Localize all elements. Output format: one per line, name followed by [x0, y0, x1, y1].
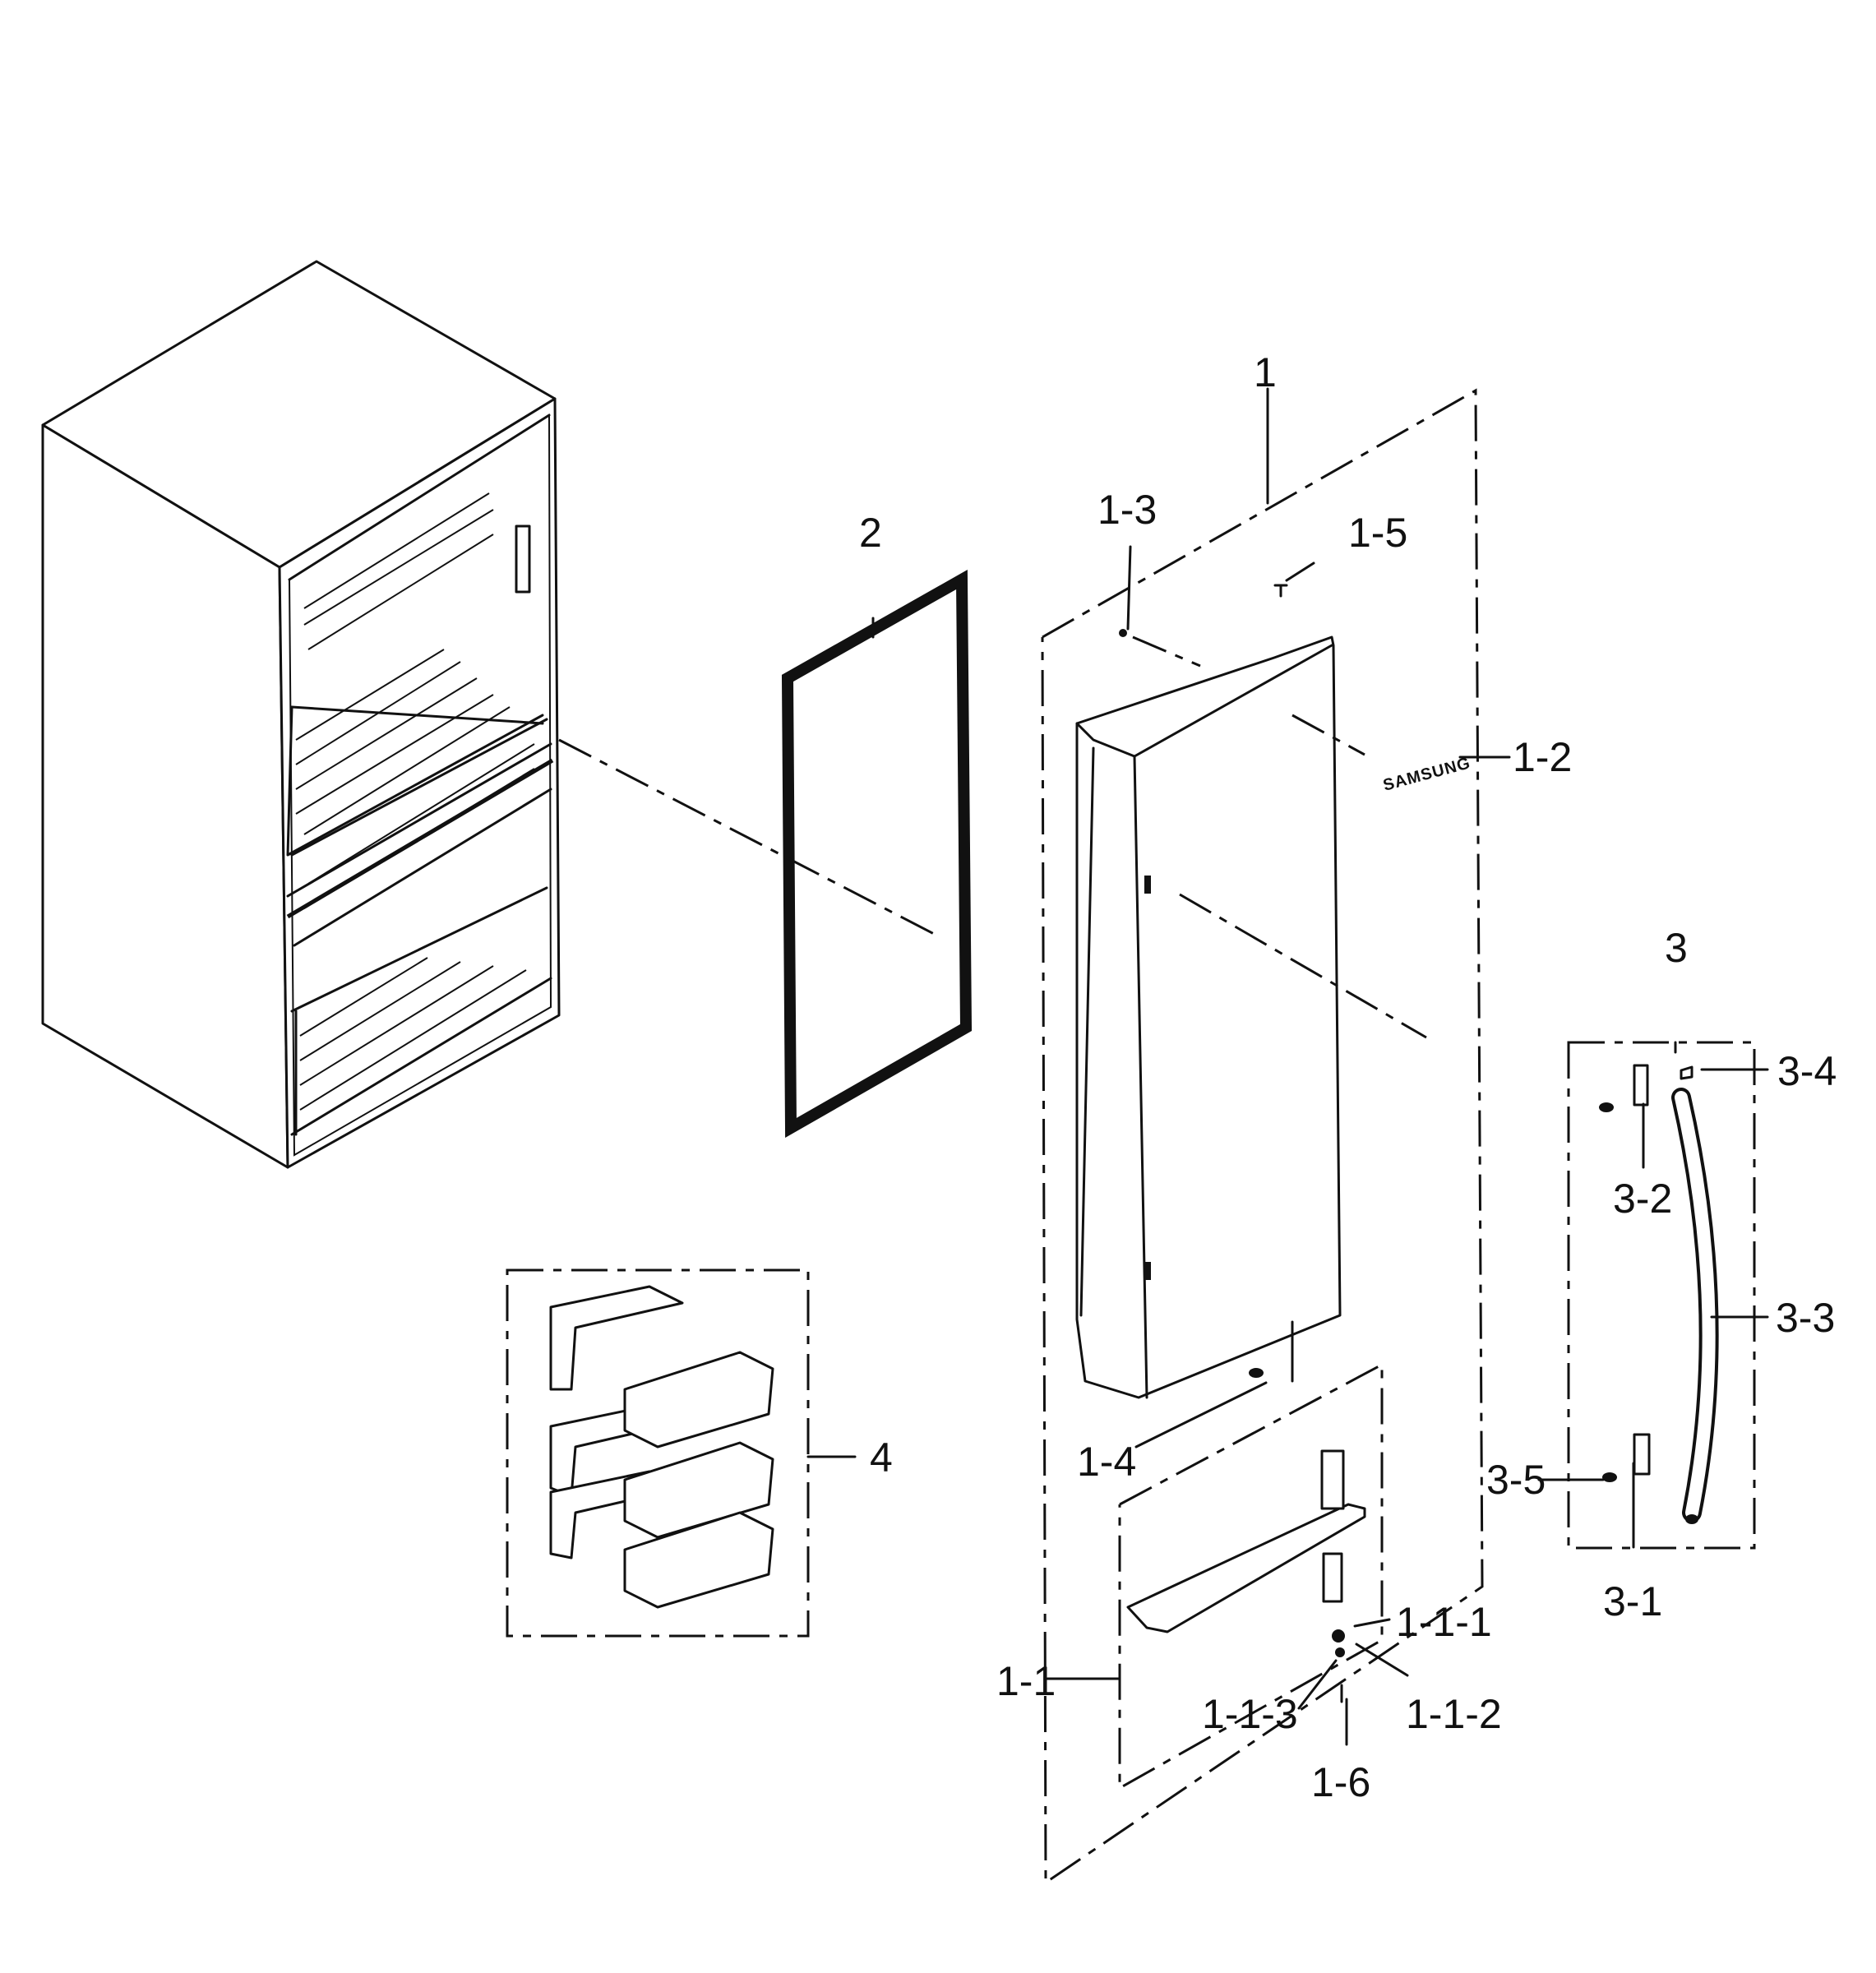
callout-1-1-1: 1-1-1 [1396, 1599, 1492, 1645]
callout-3-3: 3-3 [1776, 1295, 1835, 1341]
callout-3-5: 3-5 [1486, 1457, 1546, 1503]
callout-3: 3 [1665, 925, 1688, 971]
callout-1-5: 1-5 [1348, 510, 1407, 556]
door-bins-box [506, 1268, 810, 1638]
cap-1-3 [1119, 629, 1127, 637]
lower-hinge-bracket [1126, 1449, 1366, 1703]
hinge-box [1118, 1362, 1384, 1790]
callout-1-4: 1-4 [1077, 1439, 1136, 1485]
callout-3-4: 3-4 [1777, 1048, 1837, 1094]
callout-1-1-3: 1-1-3 [1202, 1691, 1298, 1737]
door-gasket [781, 570, 973, 1139]
screw-1-5 [1273, 584, 1288, 598]
callout-1-2: 1-2 [1513, 734, 1572, 780]
callout-1-6: 1-6 [1311, 1759, 1370, 1805]
callout-1: 1 [1254, 349, 1277, 395]
callout-1-1-2: 1-1-2 [1406, 1691, 1502, 1737]
callout-3-2: 3-2 [1613, 1176, 1672, 1222]
refrigerator-cabinet [41, 260, 561, 1169]
callout-4: 4 [870, 1435, 893, 1481]
callout-1-3: 1-3 [1097, 487, 1157, 533]
handle-box [1567, 1041, 1756, 1550]
callout-3-1: 3-1 [1603, 1578, 1662, 1624]
callout-2: 2 [859, 510, 882, 556]
brand-badge: SAMSUNG [1381, 754, 1472, 795]
door-assembly-box [1041, 388, 1484, 1885]
callout-1-1: 1-1 [996, 1658, 1056, 1704]
cap-1-4 [1249, 1368, 1264, 1378]
door-handle [1599, 1064, 1719, 1524]
svg-text:SAMSUNG: SAMSUNG [1381, 754, 1472, 795]
door-bin-set [549, 1285, 774, 1609]
callout-labels: 1 1-3 1-5 1-2 2 3 3-4 3-2 3-3 3-5 3-1 4 … [859, 349, 1837, 1805]
door-panel [1075, 635, 1342, 1399]
leader-lines [558, 387, 1769, 1746]
